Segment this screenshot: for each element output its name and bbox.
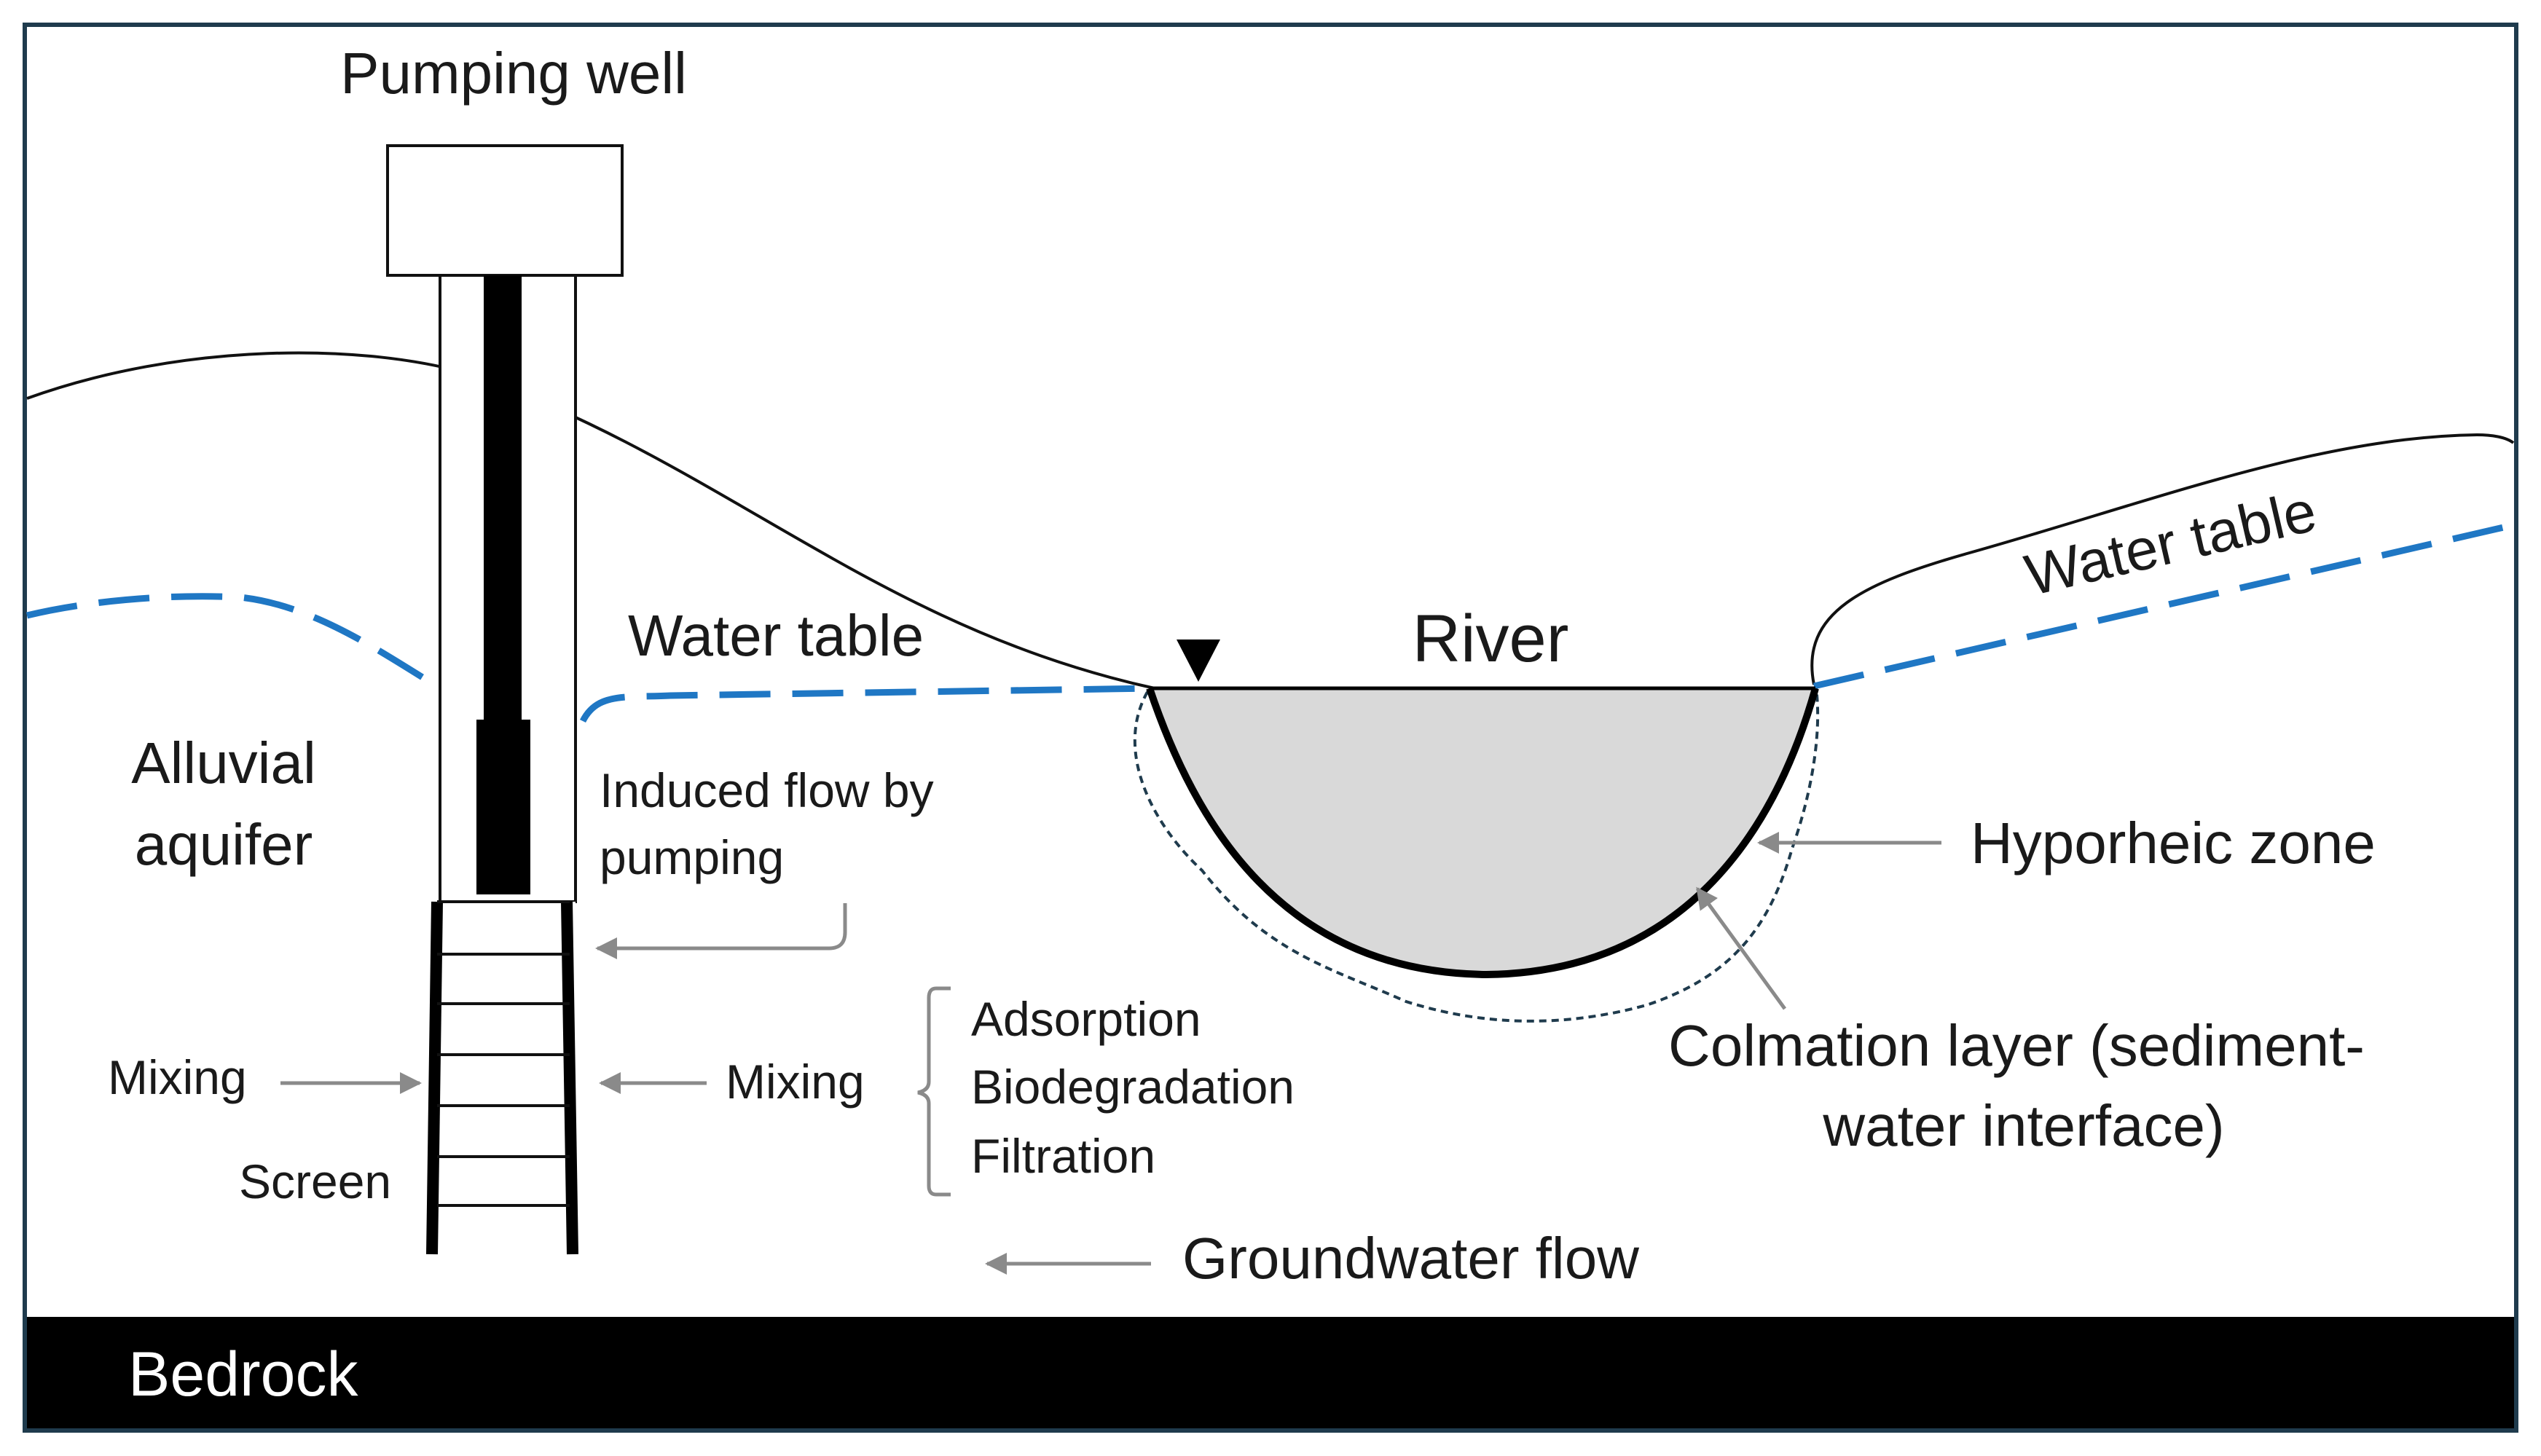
water-table-line-right bbox=[1813, 521, 2518, 690]
induced-flow-arrow bbox=[595, 903, 847, 959]
processes-bracket bbox=[917, 986, 951, 1197]
process-adsorption: Adsorption bbox=[971, 992, 1201, 1046]
hyporheic-zone-label: Hyporheic zone bbox=[1971, 811, 2376, 875]
groundwater-flow-label: Groundwater flow bbox=[1182, 1226, 1639, 1291]
well-riser-pipe bbox=[484, 275, 522, 720]
induced-flow-label-line2: pumping bbox=[600, 830, 784, 884]
water-level-triangle-icon bbox=[1177, 640, 1220, 682]
colmation-layer-arrow bbox=[1695, 886, 1787, 1010]
well-screen bbox=[426, 900, 578, 1255]
induced-flow-label-line1: Induced flow by bbox=[600, 763, 934, 817]
colmation-layer-label-line2: water interface) bbox=[1822, 1093, 2224, 1158]
bedrock-layer bbox=[27, 1317, 2514, 1428]
colmation-layer-label-line1: Colmation layer (sediment- bbox=[1668, 1013, 2365, 1078]
colmation-layer bbox=[1146, 687, 1819, 979]
mixing-label-left: Mixing bbox=[108, 1050, 247, 1104]
pumping-well-label: Pumping well bbox=[340, 41, 687, 106]
water-table-label-left: Water table bbox=[628, 603, 924, 668]
well-head bbox=[386, 144, 624, 277]
alluvial-aquifer-label-line1: Alluvial bbox=[131, 731, 315, 795]
river-channel bbox=[1150, 688, 1815, 975]
process-biodegradation: Biodegradation bbox=[971, 1060, 1295, 1114]
river-label: River bbox=[1413, 602, 1569, 676]
screen-label: Screen bbox=[239, 1154, 391, 1208]
ground-surface-right bbox=[1810, 433, 2515, 685]
water-table-line-middle bbox=[579, 685, 1155, 723]
mixing-label-right: Mixing bbox=[726, 1055, 865, 1109]
bedrock-label: Bedrock bbox=[128, 1339, 358, 1409]
alluvial-aquifer-label-line2: aquifer bbox=[135, 812, 313, 877]
process-filtration: Filtration bbox=[971, 1129, 1155, 1183]
hyporheic-zone-outline bbox=[1133, 688, 1820, 1023]
well-pump bbox=[476, 720, 530, 894]
